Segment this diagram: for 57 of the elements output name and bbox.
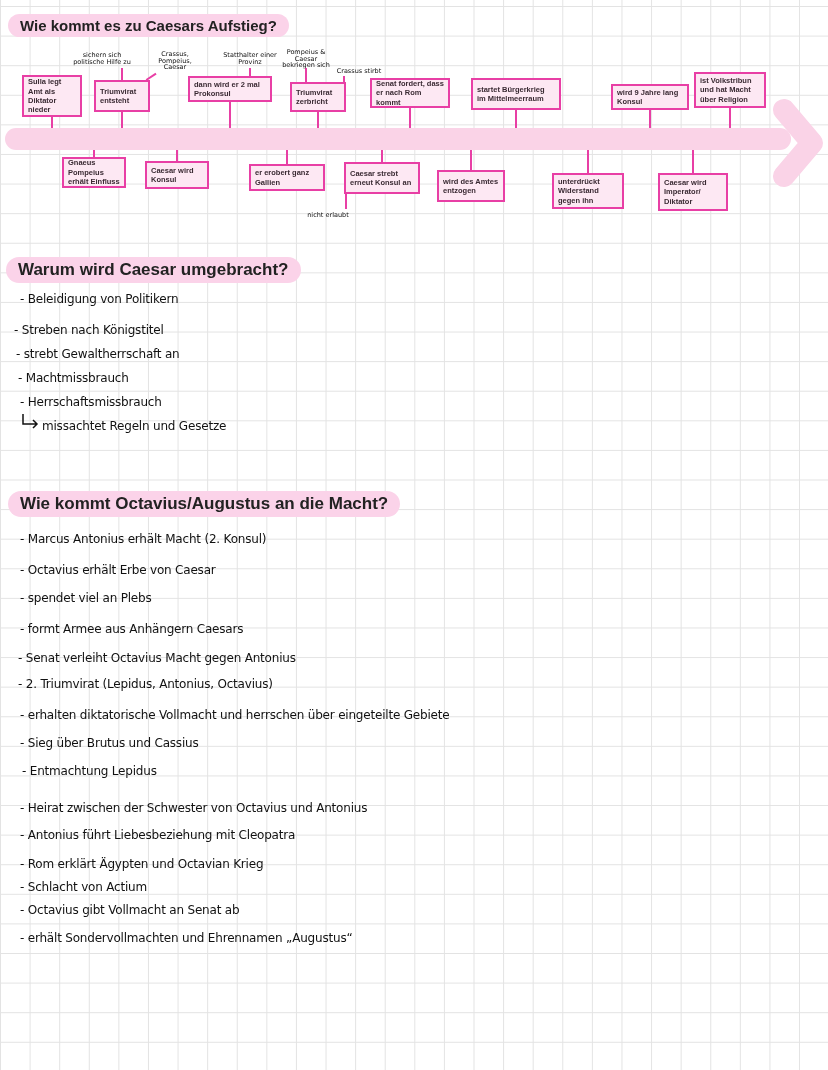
bullet-text: - Rom erklärt Ägypten und Octavian Krieg xyxy=(20,857,264,871)
connector-line xyxy=(176,149,178,162)
connector-line xyxy=(249,67,251,77)
bullet-text: - Octavius gibt Vollmacht an Senat ab xyxy=(20,903,240,917)
bullet-text: - spendet viel an Plebs xyxy=(20,591,152,605)
event-box xyxy=(552,173,624,209)
section-heading: Warum wird Caesar umgebracht? xyxy=(6,257,301,283)
event-box xyxy=(658,173,728,211)
event-box xyxy=(22,75,82,117)
connector-line xyxy=(93,149,95,158)
connector-line xyxy=(121,67,123,81)
connector-line xyxy=(649,109,651,129)
connector-line xyxy=(286,149,288,165)
connector-line xyxy=(515,109,517,129)
bullet-text: missachtet Regeln und Gesetze xyxy=(42,419,227,433)
bullet-text: - 2. Triumvirat (Lepidus, Antonius, Octavius) xyxy=(18,677,273,691)
connector-line xyxy=(305,67,307,83)
bullet-text: - Antonius führt Liebesbeziehung mit Cleopatra xyxy=(20,828,296,842)
event-box xyxy=(471,78,561,110)
connector-line xyxy=(345,193,347,210)
connector-line xyxy=(381,149,383,163)
bullet-text: - Sieg über Brutus und Cassius xyxy=(20,736,199,750)
bullet-text: - Marcus Antonius erhält Macht (2. Konsul) xyxy=(20,532,267,546)
bullet-text: - Heirat zwischen der Schwester von Octavius und Antonius xyxy=(20,801,368,815)
bullet-text: - erhält Sondervollmachten und Ehrennamen „Augustus“ xyxy=(20,931,353,945)
bullet-text: - erhalten diktatorische Vollmacht und herrschen über eingeteilte Gebiete xyxy=(20,708,450,722)
connector-line xyxy=(145,72,157,81)
diagram-title: Wie kommt es zu Caesars Aufstieg? xyxy=(8,14,289,37)
connector-line xyxy=(51,116,53,129)
event-box xyxy=(694,72,766,108)
event-box xyxy=(94,80,150,112)
event-box xyxy=(290,82,346,112)
bullet-text: - Machtmissbrauch xyxy=(18,371,129,385)
bullet-text: - Octavius erhält Erbe von Caesar xyxy=(20,563,216,577)
bullet-text: - Entmachtung Lepidus xyxy=(22,764,157,778)
connector-line xyxy=(587,149,589,174)
bullet-text: - strebt Gewaltherrschaft an xyxy=(16,347,180,361)
connector-line xyxy=(229,101,231,129)
event-box xyxy=(249,164,325,191)
connector-line xyxy=(121,111,123,129)
connector-line xyxy=(343,75,345,83)
connector-line xyxy=(729,107,731,129)
bullet-text: - Herrschaftsmissbrauch xyxy=(20,395,162,409)
section-heading: Wie kommt Octavius/Augustus an die Macht? xyxy=(8,491,401,517)
bullet-text: - Beleidigung von Politikern xyxy=(20,292,179,306)
event-box xyxy=(437,170,505,202)
event-box xyxy=(344,162,420,194)
connector-line xyxy=(317,111,319,129)
connector-line xyxy=(470,149,472,171)
bullet-text: - Streben nach Königstitel xyxy=(14,323,164,337)
event-box xyxy=(611,84,689,110)
bullet-text: - Senat verleiht Octavius Macht gegen Antonius xyxy=(18,651,296,665)
bullet-text: - Schlacht von Actium xyxy=(20,880,147,894)
connector-line xyxy=(409,107,411,129)
connector-line xyxy=(692,149,694,174)
event-box xyxy=(188,76,272,102)
bullet-text: - formt Armee aus Anhängern Caesars xyxy=(20,622,244,636)
